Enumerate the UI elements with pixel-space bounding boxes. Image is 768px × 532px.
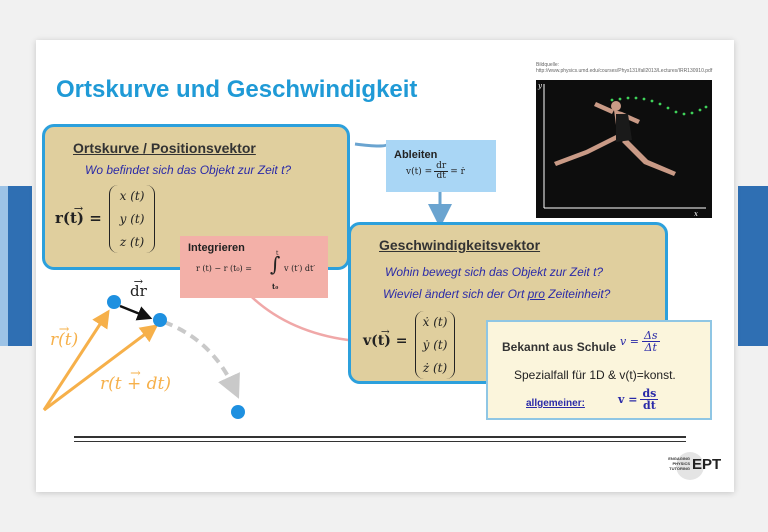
ortskurve-matrix: x (t) y (t) z (t) — [109, 185, 155, 253]
bekannt-den: Δt — [644, 341, 657, 354]
photo-axis-y: y — [538, 82, 542, 90]
q2-pre: Wieviel ändert sich der Ort — [383, 287, 528, 301]
general-num: ds — [640, 387, 659, 400]
dr-label: dr — [130, 275, 147, 300]
point-t-dt — [153, 313, 167, 327]
ept-line-3: TUTORING — [669, 466, 690, 471]
accent-bar-left — [8, 186, 32, 346]
ept-line-1: ENGAGING — [668, 456, 690, 461]
geschwindigkeit-heading: Geschwindigkeitsvektor — [379, 237, 541, 253]
r-label-text: r(t) — [50, 322, 78, 350]
image-source-label: Bildquelle: — [536, 62, 560, 68]
r-dt-label: r(t + dt) — [100, 366, 171, 394]
ortskurve-lhs: r(t) = — [55, 202, 102, 227]
integral-upper: t — [276, 250, 279, 257]
ableiten-rhs: = ṙ — [450, 166, 465, 177]
dancer-photo-graphic — [543, 84, 708, 209]
photo-axis-x: x — [694, 210, 698, 218]
geschwindigkeit-question-2: Wieviel ändert sich der Ort pro Zeiteinh… — [383, 287, 610, 301]
integrieren-lhs: r (t) − r (t₀) = — [196, 264, 252, 273]
ortskurve-y: y (t) — [119, 211, 145, 226]
integrieren-box: Integrieren r (t) − r (t₀) = ∫ t t₀ v (t… — [180, 236, 328, 298]
integrieren-label: Integrieren — [188, 242, 245, 254]
image-source-url: http://www.physics.umd.edu/courses/Phys1… — [536, 68, 713, 74]
geschwindigkeit-lhs-text: v(t) = — [363, 326, 408, 349]
bekannt-label: Bekannt aus Schule — [502, 340, 617, 354]
geschwindigkeit-y: ẏ (t) — [422, 337, 448, 352]
geschwindigkeit-x: ẋ (t) — [422, 315, 448, 330]
trajectory-dashed — [163, 320, 240, 399]
integrieren-integrand: v (t′) dt′ — [284, 264, 316, 273]
general-den: dt — [643, 399, 656, 412]
ortskurve-heading: Ortskurve / Positionsvektor — [73, 140, 256, 156]
footer-line-1 — [74, 436, 686, 438]
point-later — [231, 405, 245, 419]
geschwindigkeit-question-1: Wohin bewegt sich das Objekt zur Zeit t? — [385, 265, 604, 279]
ortskurve-z: z (t) — [119, 234, 145, 249]
ept-logo: ENGAGING PHYSICS TUTORING EPT — [654, 450, 722, 484]
geschwindigkeit-lhs: v(t) = — [363, 326, 408, 349]
integral-sign: ∫ — [270, 252, 281, 276]
allgemeiner-label: allgemeiner: — [526, 398, 585, 409]
ableiten-den: dt — [436, 171, 446, 181]
ept-logo-circle — [676, 452, 704, 480]
slide: Ortskurve und Geschwindigkeit Bildquelle… — [36, 40, 734, 492]
footer-line-2 — [74, 441, 686, 442]
q2-em: pro — [527, 287, 545, 301]
dancer-photo: y x — [536, 80, 712, 218]
geschwindigkeit-z: ż (t) — [422, 360, 448, 375]
ept-logo-mark: EPT — [692, 456, 722, 473]
ableiten-label: Ableiten — [394, 149, 438, 161]
bekannt-num: Δs — [641, 329, 660, 342]
ortskurve-lhs-text: r(t) = — [55, 202, 102, 227]
dr-label-text: dr — [130, 275, 147, 300]
q2-post: Zeiteinheit? — [544, 287, 611, 301]
slide-title: Ortskurve und Geschwindigkeit — [56, 76, 418, 103]
ept-logo-words: ENGAGING PHYSICS TUTORING — [654, 456, 690, 471]
integral-lower: t₀ — [272, 282, 279, 291]
image-source: Bildquelle: http://www.physics.umd.edu/c… — [536, 62, 732, 74]
bekannt-lhs: v = — [620, 335, 639, 348]
general-lhs: v = — [618, 393, 638, 406]
ortskurve-x: x (t) — [119, 189, 145, 204]
bekannt-special: Spezialfall für 1D & v(t)=konst. — [514, 368, 676, 382]
point-t — [107, 295, 121, 309]
ortskurve-question: Wo befindet sich das Objekt zur Zeit t? — [85, 163, 292, 177]
ableiten-lhs: v(t) = — [406, 166, 433, 177]
vector-dr-arrow — [119, 304, 153, 321]
accent-bar-left-light — [0, 186, 8, 346]
ableiten-num: dr — [434, 161, 449, 172]
ept-line-2: PHYSICS — [672, 461, 690, 466]
r-label: r(t) — [50, 322, 78, 350]
geschwindigkeit-matrix: ẋ (t) ẏ (t) ż (t) — [415, 311, 455, 379]
accent-bar-right — [738, 186, 768, 346]
r-dt-label-text: r(t + dt) — [100, 366, 171, 394]
